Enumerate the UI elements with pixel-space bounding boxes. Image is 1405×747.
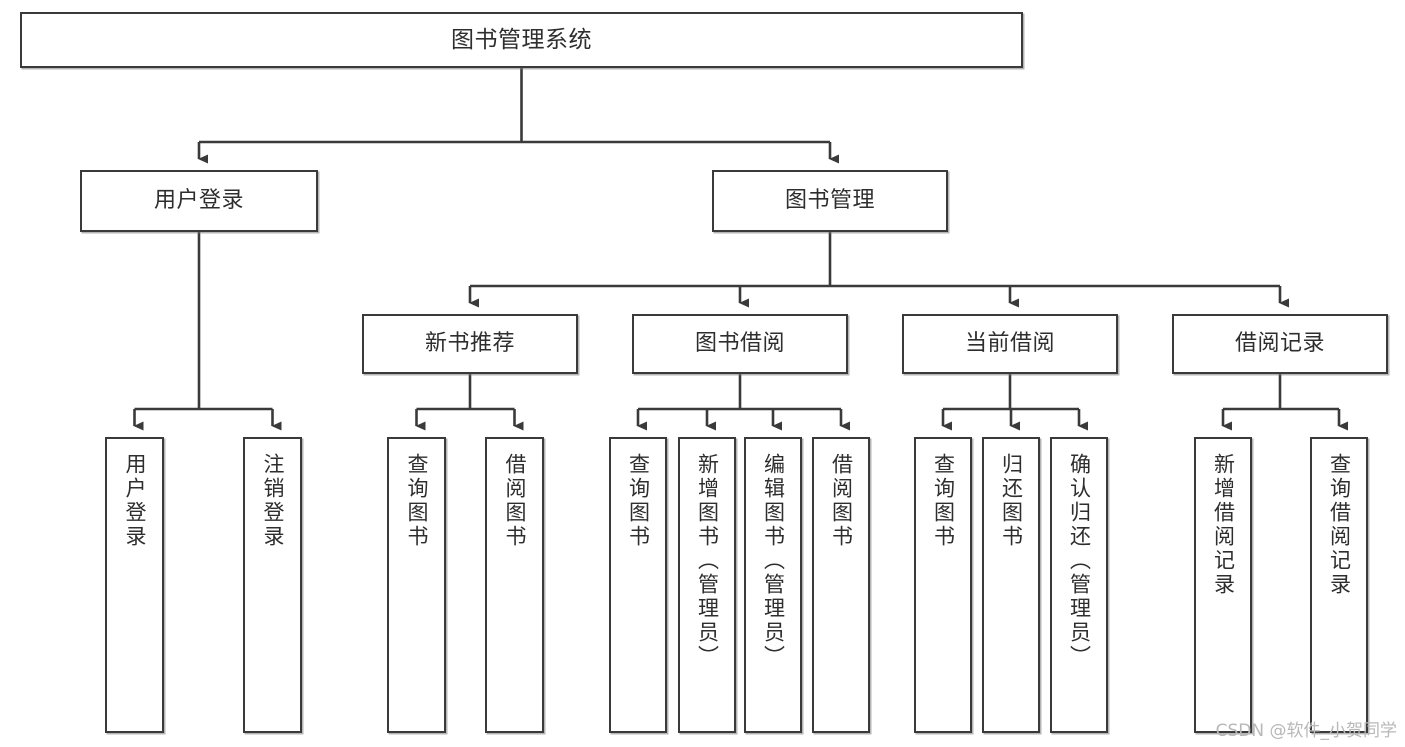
node-label: 借阅图书 xyxy=(503,453,527,549)
node-label: 归还图书 xyxy=(999,453,1024,549)
node-label: 用户登录 xyxy=(123,453,147,549)
node-label: 新增借阅记录 xyxy=(1211,453,1236,597)
node-label: 编辑图书（管理员） xyxy=(761,453,786,669)
node-label: 图书借阅 xyxy=(694,331,785,357)
node-leaf-rec-query[interactable]: 查询图书 xyxy=(387,437,446,733)
node-leaf-rec-search[interactable]: 查询借阅记录 xyxy=(1310,437,1368,733)
node-label: 用户登录 xyxy=(153,188,244,214)
node-leaf-borrow-add[interactable]: 新增图书（管理员） xyxy=(678,437,736,733)
node-book-borrow[interactable]: 图书借阅 xyxy=(632,314,848,374)
node-label: 借阅图书 xyxy=(829,453,854,549)
node-label: 图书管理系统 xyxy=(451,26,592,53)
node-label: 借阅记录 xyxy=(1234,331,1325,357)
node-leaf-rec-borrow[interactable]: 借阅图书 xyxy=(485,437,544,733)
node-label: 当前借阅 xyxy=(964,331,1055,357)
node-label: 查询借阅记录 xyxy=(1327,453,1352,597)
node-label: 新书推荐 xyxy=(424,331,515,357)
node-label: 查询图书 xyxy=(405,453,429,549)
csdn-watermark: CSDN @软件_小贺同学 xyxy=(1215,721,1397,741)
node-leaf-user-login[interactable]: 用户登录 xyxy=(105,437,164,733)
node-current-borrow[interactable]: 当前借阅 xyxy=(902,314,1118,374)
node-label: 查询图书 xyxy=(626,453,651,549)
node-leaf-borrow-query[interactable]: 查询图书 xyxy=(609,437,667,733)
node-label: 确认归还（管理员） xyxy=(1067,453,1092,669)
node-leaf-cur-confirm[interactable]: 确认归还（管理员） xyxy=(1050,437,1108,733)
node-user-login[interactable]: 用户登录 xyxy=(80,170,318,232)
node-leaf-rec-add[interactable]: 新增借阅记录 xyxy=(1194,437,1252,733)
node-root[interactable]: 图书管理系统 xyxy=(20,12,1023,68)
node-book-manage[interactable]: 图书管理 xyxy=(712,170,948,232)
node-label: 注销登录 xyxy=(261,453,285,549)
node-leaf-cur-query[interactable]: 查询图书 xyxy=(914,437,972,733)
node-new-book-rec[interactable]: 新书推荐 xyxy=(362,314,578,374)
node-borrow-record[interactable]: 借阅记录 xyxy=(1172,314,1388,374)
node-leaf-borrow-edit[interactable]: 编辑图书（管理员） xyxy=(744,437,802,733)
node-leaf-borrow-lend[interactable]: 借阅图书 xyxy=(812,437,870,733)
node-label: 新增图书（管理员） xyxy=(695,453,720,669)
node-leaf-cur-return[interactable]: 归还图书 xyxy=(982,437,1040,733)
node-leaf-user-logout[interactable]: 注销登录 xyxy=(243,437,302,733)
node-label: 查询图书 xyxy=(931,453,956,549)
node-label: 图书管理 xyxy=(784,188,875,214)
